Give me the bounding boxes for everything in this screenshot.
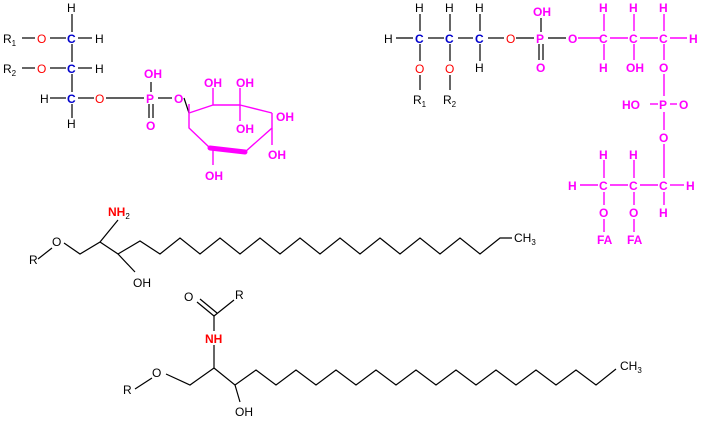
carbon-atom: C: [599, 32, 608, 46]
hydrogen-atom: H: [568, 179, 577, 193]
hydrogen-atom: H: [384, 32, 393, 46]
phosphorus-atom: P: [659, 98, 667, 112]
hydrogen-atom: H: [686, 179, 695, 193]
hydrogen-atom: H: [40, 92, 49, 106]
hydrogen-atom: H: [629, 1, 638, 15]
oxygen-atom: O: [52, 235, 61, 249]
hydrogen-atom: H: [599, 1, 608, 15]
amide-group: NH: [205, 332, 222, 346]
hydrogen-atom: H: [659, 1, 668, 15]
carbon-atom: C: [67, 92, 76, 106]
hydrogen-atom: H: [67, 1, 76, 15]
r-label: R: [29, 253, 38, 267]
r1-label: R1: [3, 32, 17, 48]
hydroxyl-group: OH: [268, 148, 286, 162]
inositol-ring: [188, 88, 273, 165]
carbonyl-oxygen: O: [184, 290, 193, 304]
phosphorus-atom: P: [146, 92, 154, 106]
carbon-atom: C: [629, 32, 638, 46]
oxygen-atom: O: [629, 206, 638, 220]
oxygen-atom: O: [174, 92, 183, 106]
hydroxyl-group: OH: [204, 76, 222, 90]
oxygen-atom: O: [95, 92, 104, 106]
hydrogen-atom: H: [67, 117, 76, 131]
methyl-terminus: CH3: [620, 359, 642, 375]
r2-label: R2: [443, 93, 457, 109]
carbon-atom: C: [599, 179, 608, 193]
hydroxyl-group: OH: [235, 405, 253, 419]
hydroxyl-group: OH: [626, 61, 644, 75]
carbon-atom: C: [67, 62, 76, 76]
oxygen-atom: O: [659, 61, 668, 75]
oxygen-atom: O: [679, 98, 688, 112]
oxygen-atom: O: [415, 62, 424, 76]
hydroxyl-group: OH: [236, 122, 254, 136]
hydroxyl-group: OH: [236, 76, 254, 90]
fatty-acid-label: FA: [597, 233, 613, 247]
oxygen-atom: O: [536, 61, 545, 75]
carbon-atom: C: [475, 32, 484, 46]
carbon-atom: C: [629, 179, 638, 193]
carbon-atom: C: [659, 32, 668, 46]
carbon-atom: C: [445, 32, 454, 46]
amine-group: NH2: [108, 205, 130, 221]
hydroxyl-group: OH: [533, 5, 551, 19]
acyl-r-label: R: [235, 288, 244, 302]
hydrogen-atom: H: [599, 148, 608, 162]
hydroxyl-group: OH: [144, 67, 162, 81]
hydrogen-atom: H: [475, 1, 484, 15]
carbon-atom: C: [415, 32, 424, 46]
oxygen-atom: O: [37, 32, 46, 46]
hydrogen-atom: H: [445, 1, 454, 15]
oxygen-atom: O: [445, 62, 454, 76]
hydrogen-atom: H: [95, 32, 104, 46]
oxygen-atom: O: [568, 32, 577, 46]
hydroxyl-group: OH: [133, 276, 151, 290]
hydrogen-atom: H: [415, 1, 424, 15]
r1-label: R1: [413, 93, 427, 109]
carbon-atom: C: [659, 179, 668, 193]
methyl-terminus: CH3: [514, 231, 536, 247]
oxygen-atom: O: [146, 119, 155, 133]
carbon-atom: C: [67, 32, 76, 46]
r-label: R: [123, 383, 132, 397]
oxygen-atom: O: [152, 366, 161, 380]
fatty-acid-label: FA: [627, 233, 643, 247]
oxygen-atom: O: [506, 32, 515, 46]
hydroxyl-group: OH: [276, 110, 294, 124]
oxygen-atom: O: [659, 131, 668, 145]
phosphatidylinositol: R1 O C H H R2 O C H H C O H P OH O O: [3, 1, 294, 183]
r2-label: R2: [3, 62, 17, 78]
hydroxyl-group: OH: [205, 169, 223, 183]
sphingosine: R O NH2 OH CH3: [29, 205, 536, 290]
hydroxyl-group: HO: [622, 98, 640, 112]
hydrogen-atom: H: [659, 206, 668, 220]
hydrogen-atom: H: [689, 32, 698, 46]
ceramide: R O NH O R OH CH3: [123, 288, 642, 419]
hydrogen-atom: H: [599, 61, 608, 75]
phosphorus-atom: P: [536, 32, 544, 46]
hydrogen-atom: H: [629, 148, 638, 162]
cardiolipin: H C C C H H H H O O R1 R2 O P OH O O C C…: [384, 1, 698, 247]
hydrogen-atom: H: [475, 61, 484, 75]
oxygen-atom: O: [37, 62, 46, 76]
hydrogen-atom: H: [95, 62, 104, 76]
oxygen-atom: O: [599, 206, 608, 220]
